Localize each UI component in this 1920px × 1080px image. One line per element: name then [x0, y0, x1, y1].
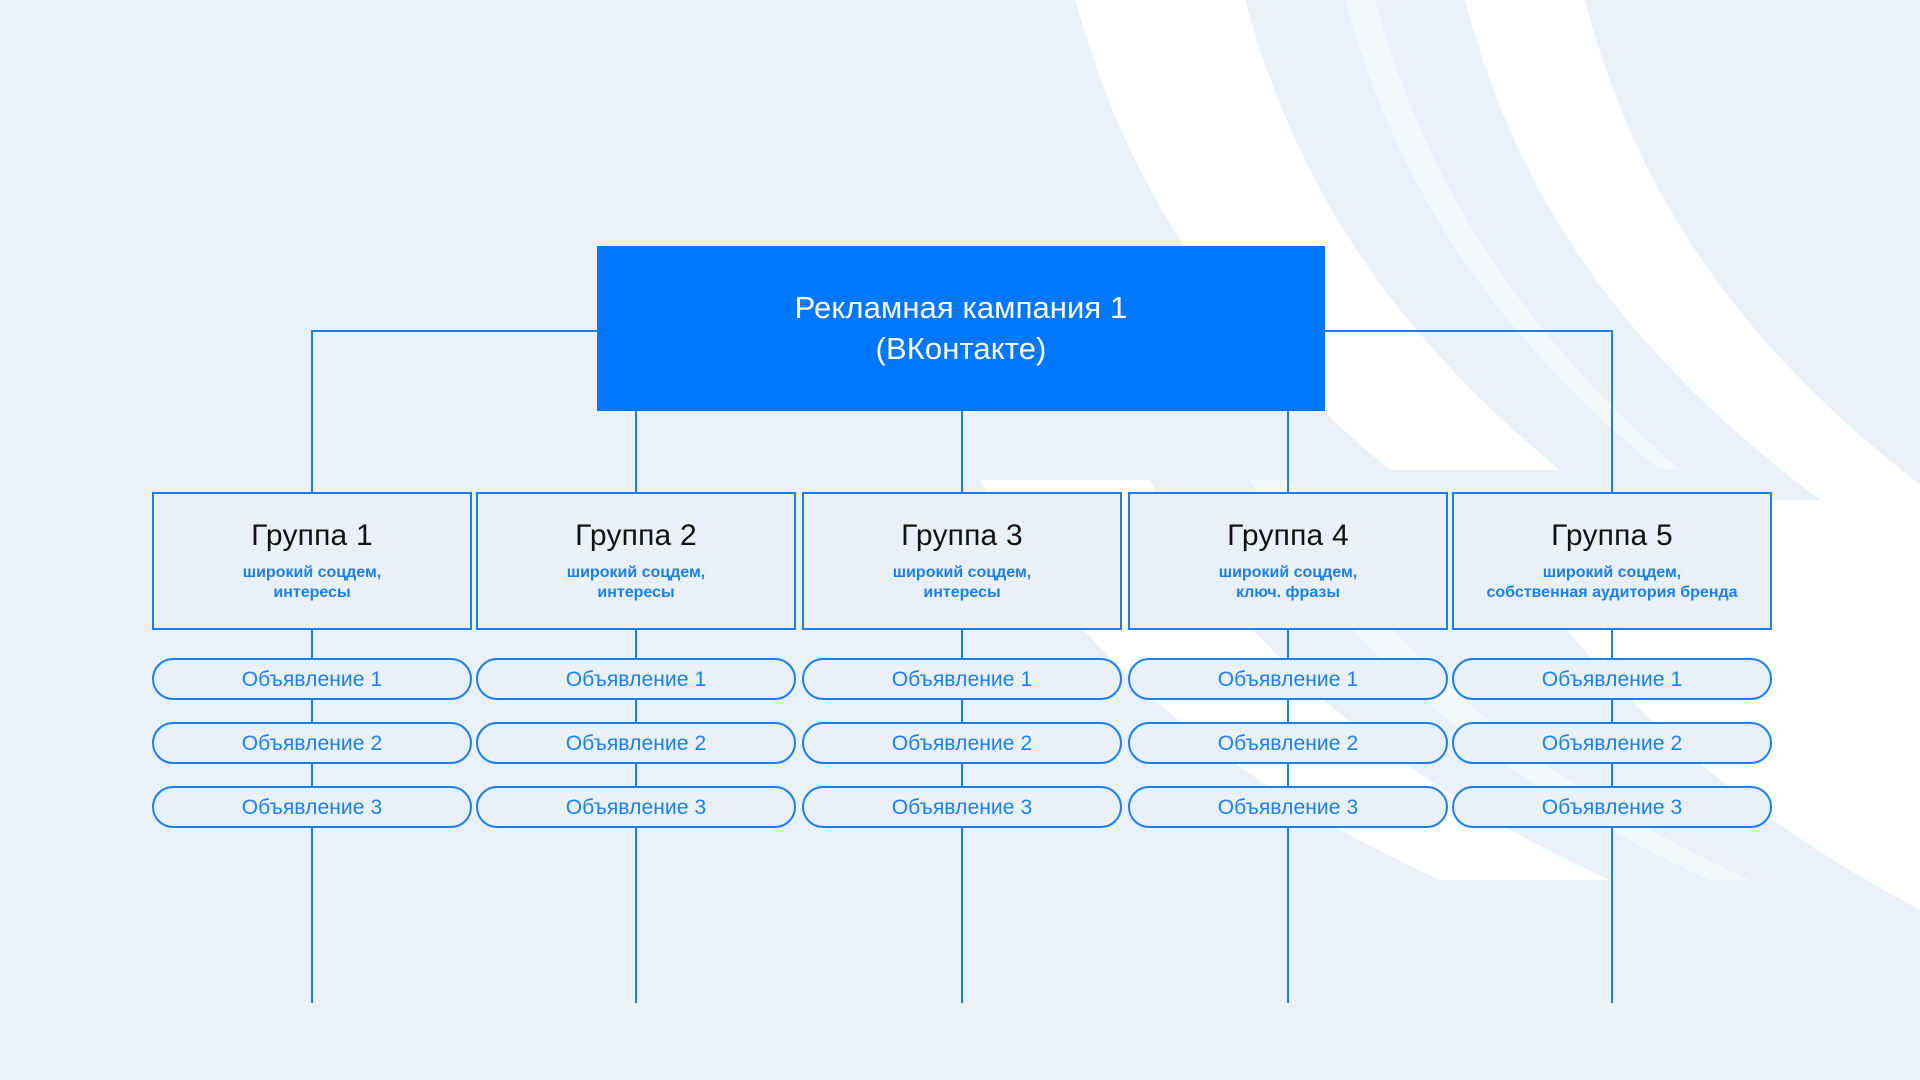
group-node-1[interactable]: Группа 1 широкий соцдем, интересы — [152, 492, 472, 630]
ad-label: Объявление 1 — [241, 667, 383, 691]
group-subtitle: широкий соцдем, интересы — [242, 563, 382, 601]
group-title: Группа 1 — [251, 518, 373, 552]
ad-label: Объявление 1 — [1217, 667, 1359, 691]
ad-node[interactable]: Объявление 1 — [1128, 658, 1448, 700]
ad-label: Объявление 1 — [565, 667, 707, 691]
ad-node[interactable]: Объявление 2 — [802, 722, 1122, 764]
ad-node[interactable]: Объявление 3 — [1452, 786, 1772, 828]
ad-node[interactable]: Объявление 3 — [476, 786, 796, 828]
campaign-title: Рекламная кампания 1 (ВКонтакте) — [794, 289, 1128, 366]
ad-node[interactable]: Объявление 2 — [1128, 722, 1448, 764]
ad-label: Объявление 2 — [241, 731, 383, 755]
group-node-5[interactable]: Группа 5 широкий соцдем, собственная ауд… — [1452, 492, 1772, 630]
ad-label: Объявление 3 — [1217, 795, 1359, 819]
ad-label: Объявление 2 — [1217, 731, 1359, 755]
group-node-4[interactable]: Группа 4 широкий соцдем, ключ. фразы — [1128, 492, 1448, 630]
ad-label: Объявление 1 — [1541, 667, 1683, 691]
ad-node[interactable]: Объявление 3 — [1128, 786, 1448, 828]
ad-node[interactable]: Объявление 3 — [152, 786, 472, 828]
group-node-2[interactable]: Группа 2 широкий соцдем, интересы — [476, 492, 796, 630]
ad-node[interactable]: Объявление 2 — [1452, 722, 1772, 764]
group-title: Группа 4 — [1227, 518, 1349, 552]
ad-node[interactable]: Объявление 1 — [476, 658, 796, 700]
ad-label: Объявление 2 — [891, 731, 1033, 755]
group-node-3[interactable]: Группа 3 широкий соцдем, интересы — [802, 492, 1122, 630]
ad-label: Объявление 1 — [891, 667, 1033, 691]
group-subtitle: широкий соцдем, интересы — [892, 563, 1032, 601]
group-subtitle: широкий соцдем, собственная аудитория бр… — [1486, 563, 1738, 601]
ad-node[interactable]: Объявление 1 — [1452, 658, 1772, 700]
group-title: Группа 3 — [901, 518, 1023, 552]
ad-label: Объявление 3 — [565, 795, 707, 819]
ad-node[interactable]: Объявление 1 — [152, 658, 472, 700]
group-subtitle: широкий соцдем, интересы — [566, 563, 706, 601]
ad-label: Объявление 2 — [1541, 731, 1683, 755]
ad-node[interactable]: Объявление 2 — [152, 722, 472, 764]
ad-node[interactable]: Объявление 3 — [802, 786, 1122, 828]
ad-label: Объявление 3 — [891, 795, 1033, 819]
group-subtitle: широкий соцдем, ключ. фразы — [1218, 563, 1358, 601]
campaign-node[interactable]: Рекламная кампания 1 (ВКонтакте) — [597, 246, 1325, 411]
group-title: Группа 5 — [1551, 518, 1673, 552]
ad-label: Объявление 3 — [1541, 795, 1683, 819]
group-title: Группа 2 — [575, 518, 697, 552]
ad-node[interactable]: Объявление 1 — [802, 658, 1122, 700]
ad-node[interactable]: Объявление 2 — [476, 722, 796, 764]
ad-label: Объявление 2 — [565, 731, 707, 755]
ad-label: Объявление 3 — [241, 795, 383, 819]
